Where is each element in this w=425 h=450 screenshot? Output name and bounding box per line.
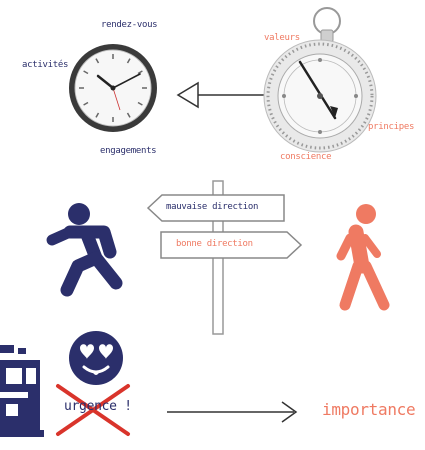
arrow-to-importance-icon — [167, 402, 296, 422]
heart-eyes-face-icon — [69, 331, 123, 385]
importance-label: importance — [322, 400, 415, 419]
arrow-to-clock-icon — [178, 83, 268, 107]
clock-label-commitments: engagements — [100, 146, 156, 156]
compass-icon — [264, 8, 376, 152]
compass-label-values: valeurs — [264, 33, 300, 43]
compass-label-principles: principes — [368, 122, 414, 132]
fire-truck-icon — [0, 345, 44, 437]
compass-label-conscience: conscience — [280, 152, 331, 162]
running-person-icon — [52, 203, 116, 290]
sign-wrong-direction: mauvaise direction — [166, 202, 258, 212]
clock-label-appointments: rendez-vous — [101, 20, 157, 30]
clock-icon — [69, 44, 157, 132]
crossed-urgency-text: urgence ! — [64, 399, 132, 414]
sign-right-direction: bonne direction — [176, 239, 253, 249]
clock-label-activities: activités — [22, 60, 68, 70]
walking-person-icon — [341, 204, 384, 305]
